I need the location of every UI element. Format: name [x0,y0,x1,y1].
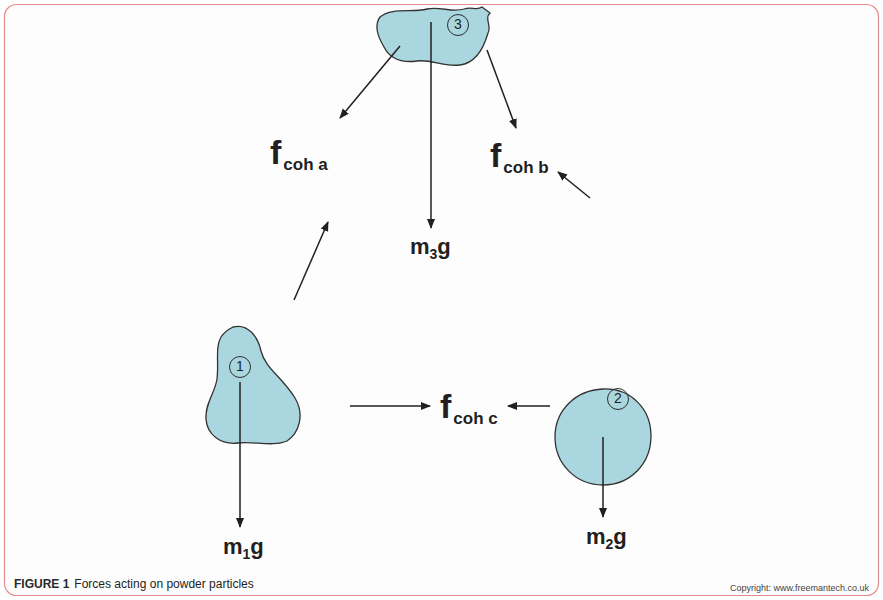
particle-number: 1 [230,357,250,376]
force-label-group: fcoh a [270,135,328,169]
weight-label-group: m1g [223,536,264,558]
symbol: f [490,136,501,174]
symbol: g [437,234,450,259]
copyright-note-group: Copyright: www.freemantech.co.uk [730,578,869,594]
particle-outline [372,3,494,69]
force-arrow [487,50,516,128]
weight-arrow [239,382,241,527]
force-arrow [508,405,550,407]
figure-number: FIGURE 1 [14,577,69,591]
force-arrow [294,222,328,300]
subscript: coh a [283,155,327,174]
subscript: 3 [430,246,438,262]
subscript: coh c [453,409,497,428]
particle-number: 3 [448,15,468,34]
symbol: g [613,524,626,549]
particle-shape [377,7,490,65]
subscript: coh b [503,158,548,177]
symbol: m [410,234,430,259]
symbol: m [223,534,243,559]
symbol: f [440,387,451,425]
weight-label-group: m2g [586,526,627,548]
caption-text: Forces acting on powder particles [74,577,253,591]
force-label-group: fcoh b [490,138,549,172]
particle-shape [206,326,300,443]
weight-arrow [602,437,604,517]
particle-number: 2 [608,389,628,408]
frame-border [5,5,879,596]
subscript: 1 [243,546,251,562]
force-arrow [558,172,590,198]
symbol: m [586,524,606,549]
symbol: f [270,133,281,171]
particle: 3 [372,3,494,69]
weight-label-group: m3g [410,236,451,258]
symbol: g [250,534,263,559]
force-label-group: fcoh c [440,389,498,423]
particle: 1 [203,323,305,448]
force-arrow [350,405,430,407]
number-ring: 3 [447,14,469,36]
figure-caption-group: FIGURE 1 Forces acting on powder particle… [14,575,254,591]
number-ring: 1 [229,356,251,378]
subscript: 2 [606,536,614,552]
particle-outline [203,323,305,448]
copyright-text: Copyright: www.freemantech.co.uk [730,583,869,593]
force-arrow [340,46,400,118]
number-ring: 2 [607,388,629,410]
weight-arrow [430,22,432,228]
